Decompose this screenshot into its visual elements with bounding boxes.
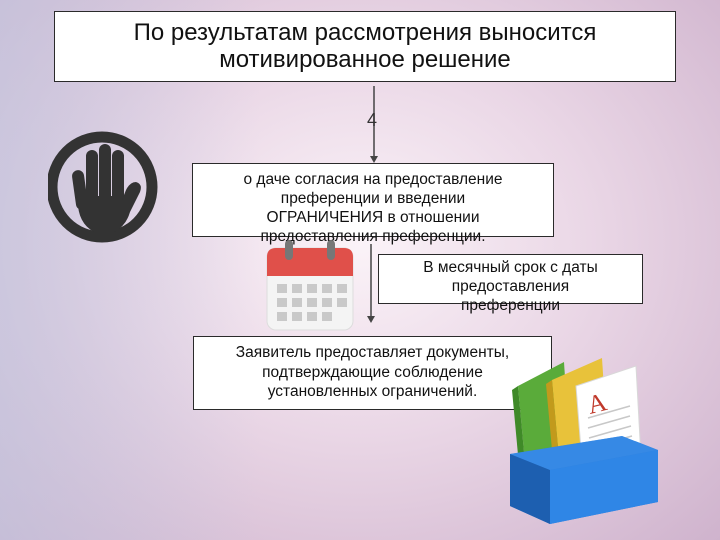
term-line-2: предоставления — [451, 278, 570, 295]
applicant-line-2: подтверждающие соблюдение — [262, 363, 483, 381]
arrow-consent-to-applicant — [367, 244, 375, 323]
applicant-box: Заявитель предоставляет документы, подтв… — [193, 336, 552, 410]
title-line-1: По результатам рассмотрения выносится — [133, 19, 597, 46]
arrow-title-to-consent — [370, 86, 378, 163]
term-line-1: В месячный срок с даты — [423, 259, 598, 276]
term-box: В месячный срок с даты предоставления пр… — [378, 254, 643, 314]
term-line-3: преференции — [460, 297, 560, 314]
step-number: 4 — [367, 110, 378, 130]
applicant-line-3: установленных ограничений. — [267, 383, 478, 400]
applicant-line-1: Заявитель предоставляет документы, — [235, 344, 510, 361]
stop-hand-icon — [46, 122, 160, 252]
consent-line-4: предоставления преференции. — [260, 228, 486, 245]
title-box: По результатам рассмотрения выносится мо… — [54, 11, 676, 82]
binders-icon: A — [506, 346, 666, 526]
consent-line-3: ОГРАНИЧЕНИЯ в отношении — [266, 209, 480, 226]
consent-line-1: о даче согласия на предоставление — [243, 171, 503, 188]
consent-box: о даче согласия на предоставление префер… — [192, 163, 554, 245]
calendar-icon — [265, 240, 355, 332]
background-shade — [0, 0, 260, 540]
title-line-2: мотивированное решение — [219, 46, 511, 73]
consent-line-2: преференции и введении — [280, 190, 466, 207]
